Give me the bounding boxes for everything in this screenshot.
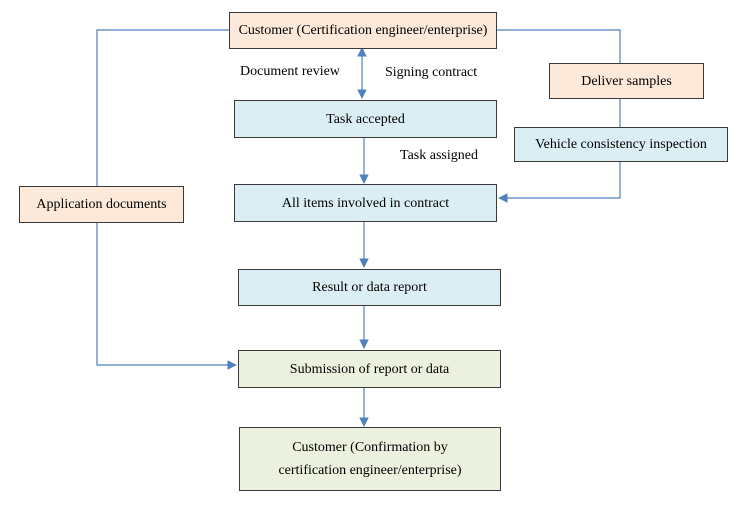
submission-text: Submission of report or data [289, 361, 450, 377]
task-assigned-label: Task assigned [400, 148, 478, 163]
inspection-to-items-arrow [498, 162, 621, 203]
all-items-text: All items involved in contract [281, 195, 450, 211]
deliver-samples-box: Deliver samples [549, 63, 704, 99]
customer-top-text: Customer (Certification engineer/enterpr… [238, 23, 488, 38]
signing-contract-label: Signing contract [385, 65, 478, 80]
customer-to-documents-line [96, 29, 229, 186]
task-accepted-text: Task accepted [326, 111, 405, 127]
customer-bottom-box: Customer (Confirmation by certification … [239, 427, 501, 491]
result-report-box: Result or data report [238, 269, 501, 306]
document-review-label: Document review [240, 64, 340, 79]
vehicle-inspection-text: Vehicle consistency inspection [535, 137, 707, 152]
customer-to-samples-line [497, 29, 621, 63]
task-accepted-box: Task accepted [234, 100, 497, 138]
result-report-text: Result or data report [312, 280, 427, 295]
vehicle-inspection-box: Vehicle consistency inspection [514, 127, 728, 162]
application-documents-text: Application documents [36, 197, 167, 212]
deliver-samples-text: Deliver samples [581, 73, 672, 89]
documents-to-submission-arrow [96, 223, 237, 370]
all-items-box: All items involved in contract [234, 184, 497, 222]
application-documents-box: Application documents [19, 186, 184, 223]
customer-bottom-text: Customer (Confirmation by certification … [278, 440, 462, 478]
customer-top-box: Customer (Certification engineer/enterpr… [229, 12, 497, 49]
submission-box: Submission of report or data [238, 350, 501, 388]
